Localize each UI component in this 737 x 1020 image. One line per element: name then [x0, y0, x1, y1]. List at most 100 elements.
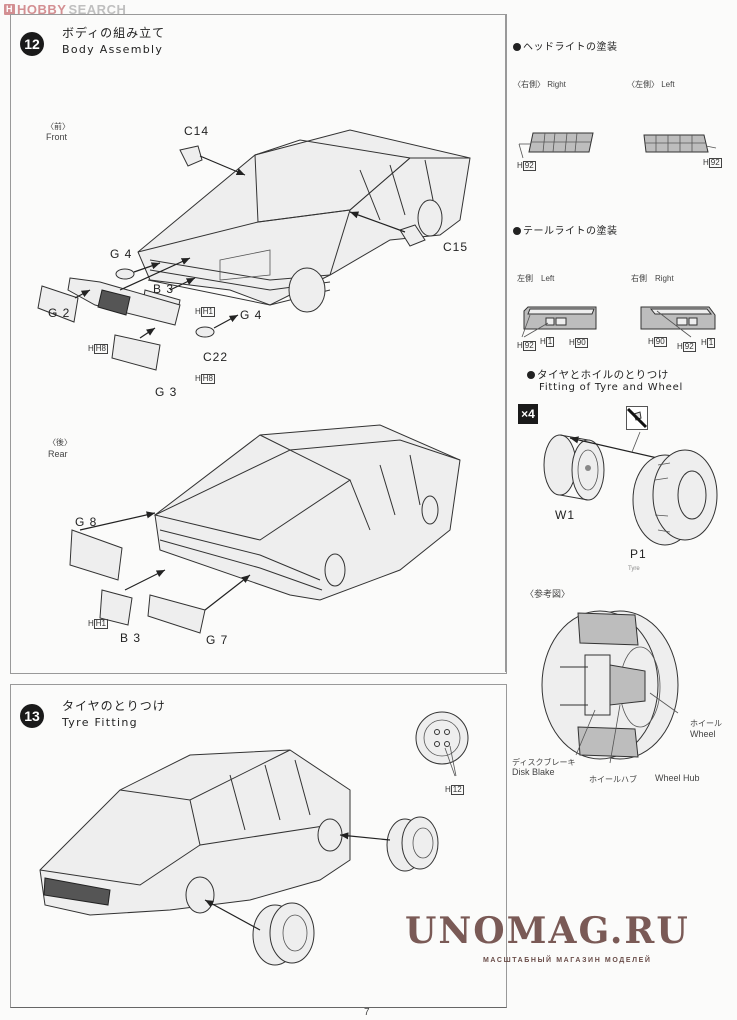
- unomag-watermark: UNOMAG.RU: [405, 910, 690, 952]
- label-g4-left: G 4: [110, 247, 133, 261]
- wheel-label-en: Wheel: [690, 729, 716, 739]
- disk-brake-label-en: Disk Blake: [512, 767, 555, 777]
- headlight-left-paint-num: 92: [708, 158, 722, 168]
- tyre-wheel-title-jp: タイヤとホイルのとりつけ: [527, 367, 669, 382]
- step-13-title-jp: タイヤのとりつけ: [62, 699, 166, 713]
- step-13-number: 13: [20, 704, 44, 728]
- part-c14-mirror: [179, 145, 246, 176]
- rear-label-en: Rear: [48, 449, 68, 459]
- taillight-left-diagram: [521, 306, 597, 338]
- step-12-panel: [10, 14, 507, 674]
- front-label-jp: 〈前〉: [46, 122, 70, 131]
- label-g3: G 3: [155, 385, 178, 399]
- step-13-panel: [10, 684, 507, 1008]
- headlight-section-title: ヘッドライトの塗装: [513, 38, 618, 53]
- no-glue-icon: [626, 406, 648, 430]
- taillight-section-title: テールライトの塗装: [513, 222, 618, 237]
- headlight-title-text: ヘッドライトの塗装: [523, 42, 618, 53]
- label-b3-rear: B 3: [120, 631, 142, 645]
- brand-suffix: SEARCH: [68, 2, 127, 17]
- taillight-right-label: 右側 Right: [631, 274, 674, 283]
- bullet-icon: [513, 43, 521, 51]
- headlight-left-label: 〈左側〉 Left: [627, 80, 675, 89]
- label-g7: G 7: [206, 633, 229, 647]
- reference-title: 〈参考図〉: [525, 589, 571, 599]
- step-13-car-body: [39, 749, 351, 916]
- label-c15: C15: [443, 240, 469, 254]
- paint-h1-front-num: H1: [200, 307, 216, 317]
- part-b3-plate-lamp: [99, 569, 166, 626]
- headlight-right-label: 〈右側〉 Right: [513, 80, 566, 89]
- wheel-cutaway-illustration: [541, 610, 679, 764]
- rear-car-body: [153, 424, 461, 601]
- front-car-assembly-illustration: [37, 129, 471, 371]
- part-g2-corner: [37, 285, 91, 323]
- rear-car-assembly-illustration: [69, 424, 461, 634]
- tyre-wheel-illustration: [543, 431, 718, 546]
- label-w1: W1: [555, 508, 575, 522]
- part-g8-rear-lamp: [69, 511, 156, 581]
- front-tyre: [204, 899, 315, 966]
- bullet-icon: [527, 371, 535, 379]
- disk-brake-label-jp: ディスクブレーキ: [512, 758, 576, 767]
- label-g8: G 8: [75, 515, 98, 529]
- wheel-detail-h12: [415, 711, 469, 777]
- label-c14: C14: [184, 124, 210, 138]
- step-12-number: 12: [20, 32, 44, 56]
- part-g4-right-indicator: [195, 314, 239, 338]
- part-g7-rear-lamp: [147, 574, 251, 634]
- taillight-right-h92-num: 92: [682, 342, 696, 352]
- label-g4-right: G 4: [240, 308, 263, 322]
- taillight-title-text: テールライトの塗装: [523, 226, 618, 237]
- taillight-left-h90-num: 90: [574, 338, 588, 348]
- quantity-x4-badge: ×4: [518, 404, 538, 424]
- taillight-left-h92-num: 92: [522, 341, 536, 351]
- part-grille-bumper: [67, 257, 191, 326]
- wheel-hub-label-jp: ホイールハブ: [589, 775, 637, 784]
- taillight-left-label: 左側 Left: [517, 274, 555, 283]
- front-label-en: Front: [46, 132, 68, 142]
- step-12-title-en: Body Assembly: [62, 43, 164, 56]
- part-c15-mirror: [349, 211, 426, 247]
- front-car-body: [137, 129, 471, 313]
- part-g4-left-indicator: [115, 262, 161, 280]
- tyre-wheel-title-jp-text: タイヤとホイルのとりつけ: [537, 369, 669, 381]
- rear-tyre: [339, 816, 439, 872]
- right-column-divider: [505, 14, 506, 672]
- rear-label-jp: 〈後〉: [48, 438, 72, 447]
- taillight-right-h1-num: 1: [706, 338, 716, 348]
- wheel-paint-h12-num: 12: [450, 785, 464, 795]
- headlight-left-diagram: [643, 134, 717, 153]
- step-13-title-en: Tyre Fitting: [62, 716, 138, 729]
- wheel-hub-label-en: Wheel Hub: [655, 773, 700, 783]
- brand-name: HOBBY: [17, 2, 67, 17]
- taillight-right-h90-num: 90: [653, 337, 667, 347]
- headlight-right-paint-num: 92: [522, 161, 536, 171]
- taillight-right-diagram: [640, 306, 716, 338]
- label-c22: C22: [203, 350, 229, 364]
- part-g3-corner: [111, 327, 161, 371]
- label-p1: P1: [630, 547, 647, 561]
- paint-h8-grille-num: H8: [93, 344, 109, 354]
- label-g2: G 2: [48, 306, 71, 320]
- taillight-left-h1-num: 1: [545, 337, 555, 347]
- hobby-search-logo: H HOBBY SEARCH: [4, 2, 126, 17]
- paint-h1-rear-num: H1: [93, 619, 109, 629]
- unomag-tagline: МАСШТАБНЫЙ МАГАЗИН МОДЕЛЕЙ: [483, 957, 652, 964]
- label-b3: B 3: [153, 282, 175, 296]
- page-number: 7: [364, 1007, 370, 1018]
- bullet-icon: [513, 227, 521, 235]
- step-13-car-illustration: [39, 711, 469, 966]
- step-12-title-jp: ボディの組み立て: [62, 26, 166, 40]
- brand-badge: H: [4, 4, 15, 15]
